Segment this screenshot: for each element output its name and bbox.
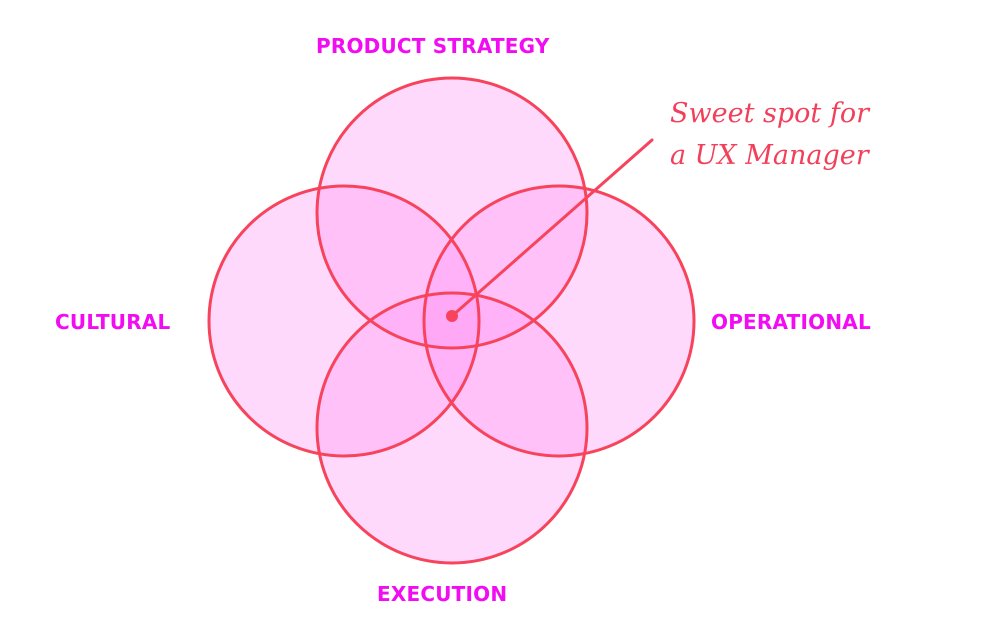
circle-operational	[424, 186, 694, 456]
circle-cultural	[209, 186, 479, 456]
label-execution: EXECUTION	[377, 582, 508, 606]
label-product-strategy: PRODUCT STRATEGY	[316, 34, 550, 58]
annotation-line-1: Sweet spot for	[670, 98, 869, 129]
annotation-pointer-line	[450, 138, 654, 318]
label-operational: OPERATIONAL	[711, 310, 871, 334]
circle-outline-operational	[422, 184, 696, 458]
circle-execution	[317, 293, 587, 563]
circle-outline-execution	[315, 291, 589, 565]
circle-outline-cultural	[207, 184, 481, 458]
annotation-line-2: a UX Manager	[670, 140, 869, 171]
sweet-spot-annotation: Sweet spot for a UX Manager	[670, 93, 869, 177]
circle-outline-product-strategy	[315, 76, 589, 350]
label-cultural: CULTURAL	[55, 310, 171, 334]
circle-product-strategy	[317, 78, 587, 348]
sweet-spot-dot	[446, 310, 458, 322]
